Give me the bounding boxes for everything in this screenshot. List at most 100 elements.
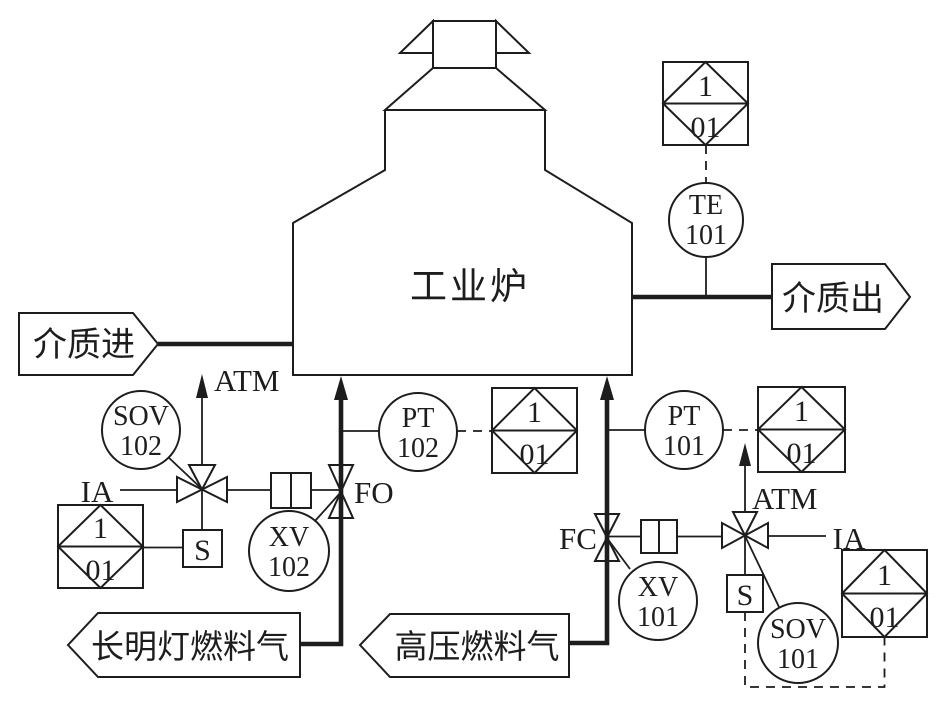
ia-right-label: IA — [833, 521, 866, 556]
solenoid-left-east — [199, 475, 228, 504]
chimney-cap — [432, 20, 497, 69]
s-box-right-rect — [726, 574, 764, 613]
pt102-num: 102 — [397, 433, 439, 464]
chimney-wing-left — [397, 18, 434, 54]
pipe-pilot-gas — [300, 388, 344, 647]
s-box-right-label: S — [737, 579, 754, 612]
sov102-tag: SOV — [113, 401, 169, 432]
chimney-wing-right — [495, 18, 532, 54]
dcs-box-te101: 1 01 — [661, 60, 750, 147]
instrument-pt102: PT 102 — [378, 392, 458, 472]
fc-label: FC — [559, 521, 597, 556]
atm-arrow-left-icon — [196, 374, 208, 398]
solenoid-right-east — [742, 521, 769, 550]
dcs-te101-top: 1 — [698, 70, 713, 103]
dashed-signal-lines — [457, 145, 886, 688]
furnace-body — [292, 110, 633, 376]
s-box-left-label: S — [194, 534, 211, 567]
stream-flags: 介质进 介质出 长明灯燃料气 高压燃料气 — [18, 263, 912, 678]
valve-xv101-fc — [593, 513, 621, 562]
valve-xv102-fo — [327, 464, 355, 519]
line-sov101-diag — [744, 535, 780, 608]
dcs-sov101-top: 1 — [877, 559, 892, 592]
valve-fc-top — [593, 513, 621, 540]
flag-medium-out-label: 介质出 — [782, 280, 884, 318]
instrument-te101: TE 101 — [668, 182, 744, 258]
dcs-box-sov102: 1 01 — [56, 503, 145, 590]
pt101-num: 101 — [663, 431, 705, 462]
atm-right-label: ATM — [752, 481, 817, 516]
solenoid-valve-right — [721, 511, 769, 550]
dcs-sov101-bottom: 01 — [870, 601, 900, 634]
instrument-sov102: SOV 102 — [101, 390, 181, 470]
bubble-sov102 — [101, 390, 181, 470]
process-pipes — [158, 294, 772, 647]
dcs-sov102-top: 1 — [93, 512, 108, 545]
s-box-right: S — [726, 574, 764, 613]
atm-left-label: ATM — [214, 363, 279, 398]
dcs-box-pt101: 1 01 — [756, 385, 847, 474]
xv102-tag: XV — [269, 522, 309, 553]
instrument-sov101: SOV 101 — [757, 602, 839, 684]
valve-fo-top — [327, 464, 355, 494]
bubble-xv101 — [618, 561, 698, 641]
solenoid-left-north — [187, 464, 217, 492]
line-sov102-diag — [166, 455, 203, 490]
flag-pilot-fuel-gas — [66, 612, 301, 678]
valve-fo-bottom — [327, 489, 355, 519]
actuator-right — [640, 519, 678, 554]
flag-hp-fuel-gas-label: 高压燃料气 — [395, 629, 560, 666]
bubble-te101 — [668, 182, 744, 258]
s-box-left: S — [182, 529, 223, 568]
chimney-neck — [382, 67, 548, 111]
dcs-pt101-top: 1 — [794, 395, 809, 428]
instrument-pt101: PT 101 — [644, 390, 724, 470]
bubble-pt102 — [378, 392, 458, 472]
dcs-box-sov101: 1 01 — [840, 548, 929, 639]
dcs-pt102-bottom: 01 — [520, 438, 550, 471]
dcs-sov102-bottom: 01 — [86, 554, 116, 587]
flag-medium-in-label: 介质进 — [33, 327, 135, 364]
xv101-tag: XV — [638, 572, 678, 603]
xv102-num: 102 — [268, 552, 310, 583]
fo-label: FO — [354, 475, 394, 510]
ia-left-label: IA — [81, 474, 114, 509]
solenoid-left-west — [176, 475, 205, 504]
pipe-hp-gas — [570, 388, 610, 646]
bubble-pt101 — [644, 390, 724, 470]
instrument-xv101: XV 101 — [618, 561, 698, 641]
instrument-xv102: XV 102 — [248, 510, 330, 592]
sov101-tag: SOV — [770, 614, 826, 645]
sov102-num: 102 — [120, 431, 162, 462]
text-labels: ATM ATM IA IA FO FC — [81, 363, 866, 556]
te101-num: 101 — [685, 220, 727, 251]
dcs-pt102-top: 1 — [527, 396, 542, 429]
flag-hp-fuel-gas — [358, 613, 570, 678]
dash-sov101-dcs — [744, 612, 886, 688]
solenoid-right-west — [721, 521, 748, 550]
line-xv102-diag — [314, 491, 342, 522]
te101-tag: TE — [689, 190, 723, 221]
flag-medium-in — [18, 312, 160, 376]
solenoid-right-north — [731, 511, 759, 538]
bubble-sov101 — [757, 602, 839, 684]
pt101-tag: PT — [668, 401, 701, 432]
flag-medium-out — [771, 263, 912, 330]
valve-fc-bottom — [593, 535, 621, 562]
atm-arrow-right-icon — [739, 443, 751, 466]
actuator-left — [270, 472, 312, 509]
s-box-left-rect — [182, 529, 223, 568]
flag-pilot-fuel-gas-label: 长明灯燃料气 — [91, 629, 289, 666]
solenoid-valve-left — [176, 464, 228, 504]
flow-arrow-pilot-icon — [334, 376, 348, 400]
furnace-label: 工业炉 — [410, 267, 530, 308]
sov101-num: 101 — [777, 644, 819, 675]
flow-arrow-hp-icon — [600, 376, 614, 400]
pt102-tag: PT — [402, 403, 435, 434]
bubble-xv102 — [248, 510, 330, 592]
dcs-te101-bottom: 01 — [691, 111, 721, 144]
dcs-box-pt102: 1 01 — [490, 386, 579, 475]
xv101-num: 101 — [637, 602, 679, 633]
